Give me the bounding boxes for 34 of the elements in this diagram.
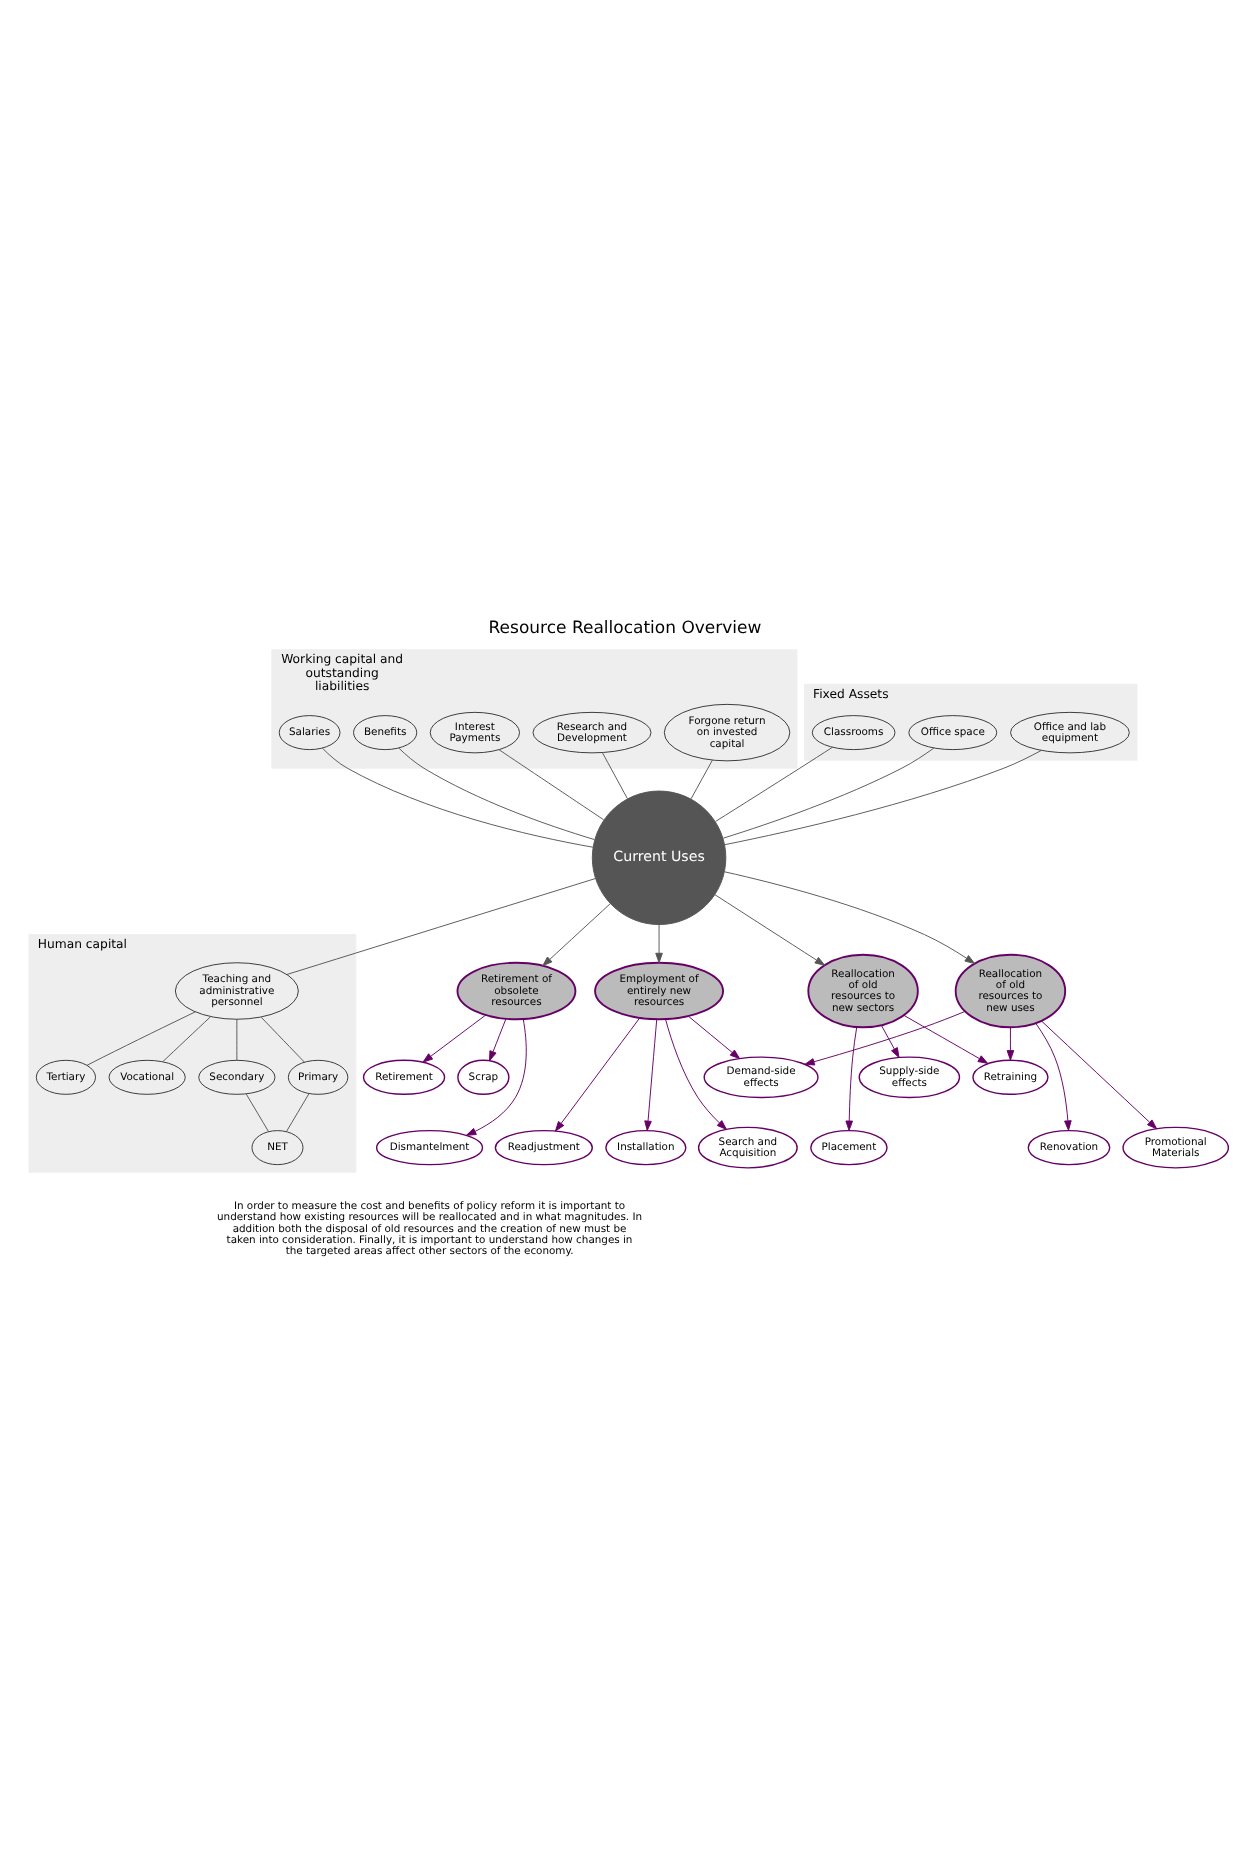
arrow bbox=[804, 1011, 966, 1066]
connector bbox=[724, 749, 1042, 846]
arrow bbox=[644, 1018, 658, 1131]
connector bbox=[498, 749, 605, 821]
arrow bbox=[714, 894, 826, 966]
connector bbox=[245, 1093, 269, 1132]
arrow bbox=[903, 1014, 989, 1064]
arrow bbox=[1035, 1022, 1072, 1131]
connector bbox=[690, 759, 713, 800]
arrow bbox=[1006, 1026, 1015, 1061]
arrow bbox=[542, 903, 611, 967]
arrow bbox=[724, 871, 976, 964]
arrow bbox=[845, 1026, 858, 1131]
connector bbox=[398, 747, 595, 841]
arrow bbox=[687, 1015, 741, 1060]
connector bbox=[162, 1016, 212, 1063]
arrow bbox=[555, 1017, 641, 1132]
arrow bbox=[880, 1024, 900, 1058]
arrow bbox=[1041, 1020, 1158, 1130]
arrow bbox=[655, 924, 663, 964]
arrow bbox=[422, 1014, 487, 1063]
arrow bbox=[665, 1018, 727, 1130]
connector bbox=[86, 1011, 196, 1066]
connector bbox=[286, 878, 596, 975]
connector bbox=[285, 1093, 310, 1133]
arrow bbox=[489, 1018, 507, 1062]
connector bbox=[722, 747, 935, 839]
arrow bbox=[465, 1018, 527, 1136]
connector bbox=[260, 1016, 305, 1063]
connector bbox=[321, 747, 594, 848]
connector bbox=[236, 1018, 238, 1061]
connector bbox=[715, 746, 833, 822]
connector bbox=[601, 752, 628, 800]
diagram-title: Resource Reallocation Overview bbox=[488, 619, 762, 640]
